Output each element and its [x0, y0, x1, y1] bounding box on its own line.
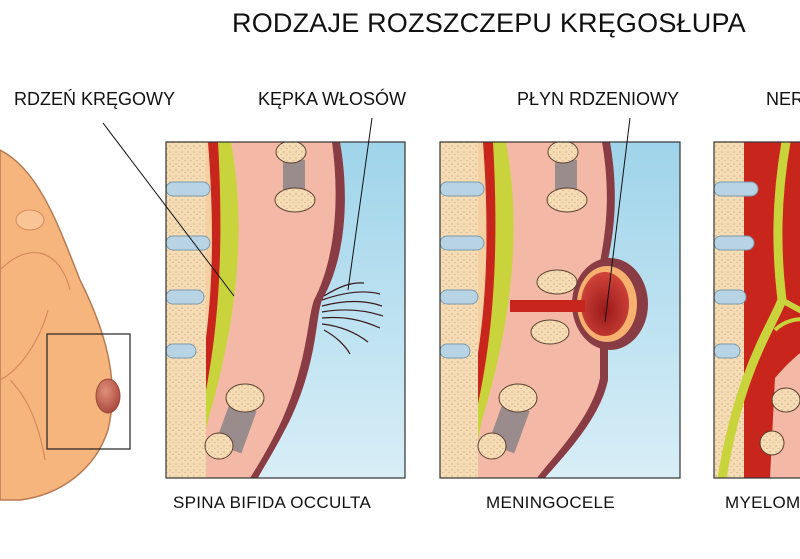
- leader-hair-tuft: [347, 117, 373, 291]
- label-hair-tuft: KĘPKA WŁOSÓW: [258, 89, 407, 109]
- leader-spinal-fluid: [604, 117, 631, 323]
- leader-spinal-cord: [102, 122, 235, 297]
- panel-spina-bifida-occulta: [166, 142, 405, 478]
- diagram-title: RODZAJE ROZSZCZEPU KRĘGOSŁUPA: [232, 8, 746, 38]
- panel-myelomeningocele: [714, 142, 800, 478]
- caption-spina-bifida-occulta: SPINA BIFIDA OCCULTA: [173, 493, 372, 512]
- label-spinal-cord: RDZEŃ KRĘGOWY: [14, 89, 176, 109]
- caption-myelomeningocele: MYELOMENINGOCELE: [725, 493, 800, 512]
- baby-back-illustration: [0, 149, 131, 501]
- label-nerves: NERWY: [766, 89, 800, 109]
- caption-meningocele: MENINGOCELE: [486, 493, 615, 512]
- panel-meningocele: [440, 142, 680, 478]
- label-spinal-fluid: PŁYN RDZENIOWY: [517, 89, 680, 109]
